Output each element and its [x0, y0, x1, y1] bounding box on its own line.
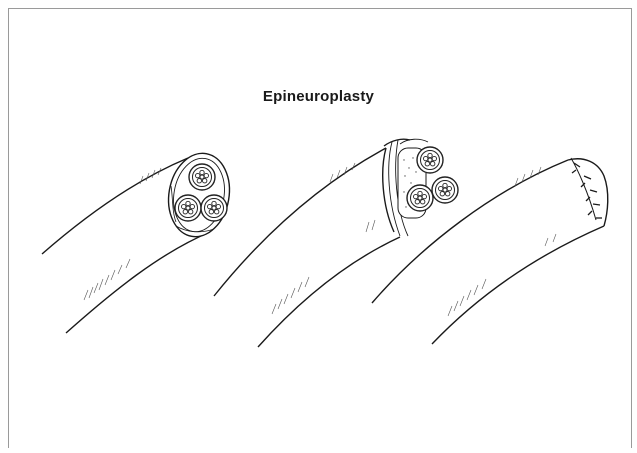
shading-hatch-3 [448, 167, 556, 316]
shading-hatch [84, 168, 161, 300]
nerve-panel-1 [42, 148, 236, 333]
shading-hatch-2 [272, 163, 375, 314]
nerve-panel-2 [214, 139, 458, 347]
suture-marks [571, 158, 602, 220]
